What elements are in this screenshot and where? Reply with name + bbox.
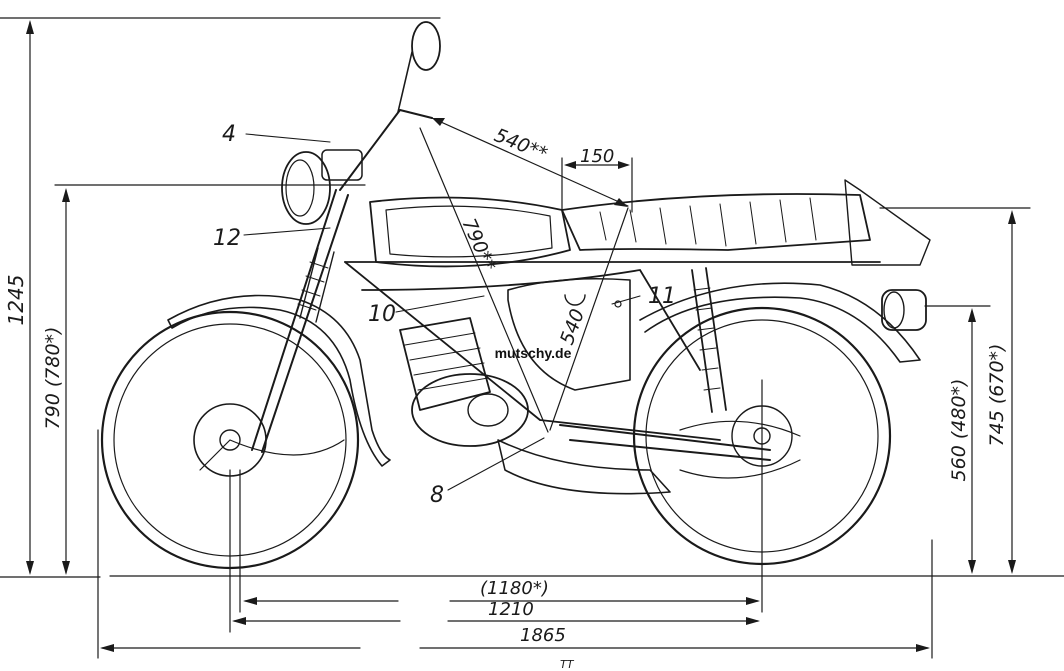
dim-mirror-diagonal: 540** [491, 124, 550, 165]
watermark-text: mutschy.de [495, 345, 572, 361]
dimension-labels: 1245 790 (780*) 540** 150 790** 540 560 … [4, 124, 1008, 646]
dimension-arrowheads [26, 20, 1016, 652]
footer-mark: TT [560, 658, 575, 671]
dim-rear-light-height: 560 (480*) [948, 379, 970, 482]
callout-10: 10 [368, 302, 396, 327]
dim-seat-diagonal: 540 [556, 306, 589, 348]
dim-wheelbase-alt: (1180*) [480, 578, 549, 599]
dim-offset-150: 150 [580, 146, 614, 167]
part-number-labels: 4 12 10 11 8 [213, 122, 676, 508]
dim-overall-length: 1865 [520, 625, 566, 646]
dim-overall-height: 1245 [4, 275, 28, 326]
callout-8: 8 [430, 483, 444, 508]
callout-12: 12 [213, 226, 241, 251]
dim-handlebar-height: 790 (780*) [42, 327, 64, 430]
dimension-lines [0, 17, 1064, 659]
callout-4: 4 [222, 122, 236, 147]
callout-11: 11 [648, 284, 676, 309]
dim-seat-height: 745 (670*) [986, 344, 1008, 447]
motorcycle-outline [100, 21, 931, 570]
callout-leaders [243, 133, 641, 491]
dim-wheelbase: 1210 [488, 599, 534, 620]
